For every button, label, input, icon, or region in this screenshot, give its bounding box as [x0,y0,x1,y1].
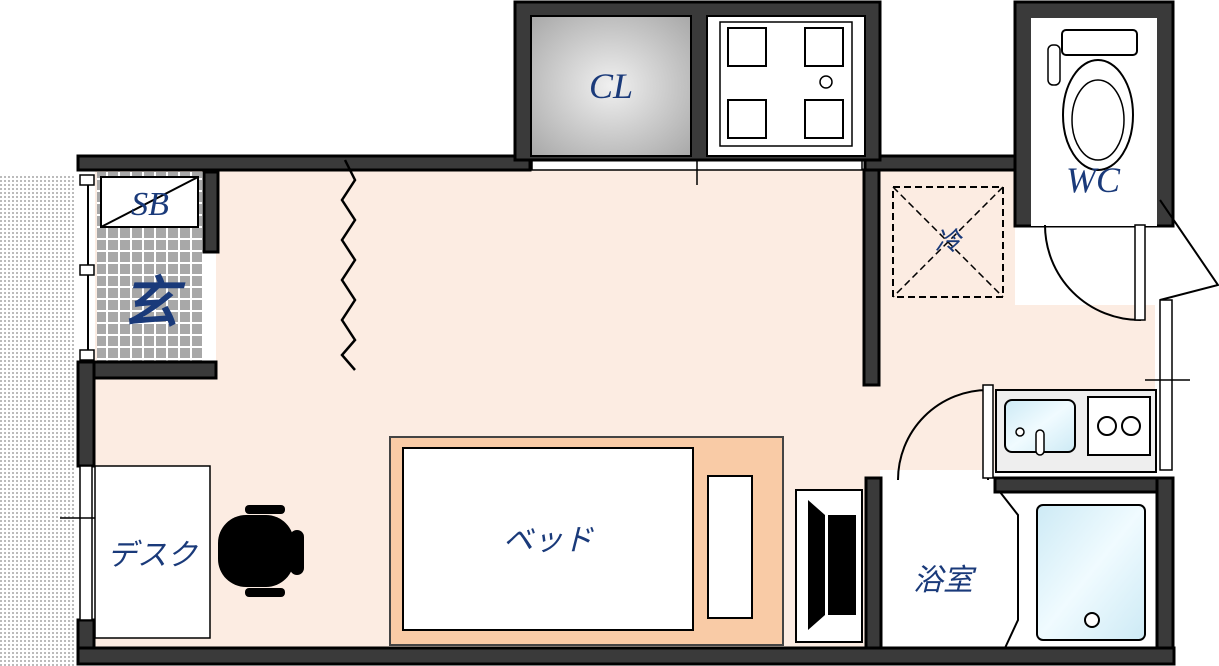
balcony [0,175,75,666]
entrance: SB 玄 [79,172,216,362]
bathtub [1036,504,1146,641]
bathroom-label: 浴室 [913,563,977,598]
kitchen-counter [995,389,1157,473]
pillow [707,475,753,619]
toilet-label: WC [1066,160,1121,200]
closet-label: CL [589,66,633,106]
shoe-box-label: SB [131,186,169,223]
tv-icon [795,489,863,643]
bed: ベッド [389,436,784,646]
bed-label: ベッド [503,523,594,558]
curtain [340,159,357,371]
fridge [892,186,1004,298]
closet[interactable] [530,15,692,157]
entry-door[interactable] [1159,199,1219,301]
bathroom-door[interactable] [897,388,989,481]
desk [94,465,211,639]
toilet-icon [1047,29,1138,171]
window-left [79,465,93,621]
entrance-label: 玄 [122,271,186,336]
stove-unit [706,15,866,157]
desk-label: デスク [107,538,198,573]
fridge-label: 冷 [935,227,963,257]
toilet-door[interactable] [1044,224,1141,322]
chair-icon [218,505,304,597]
